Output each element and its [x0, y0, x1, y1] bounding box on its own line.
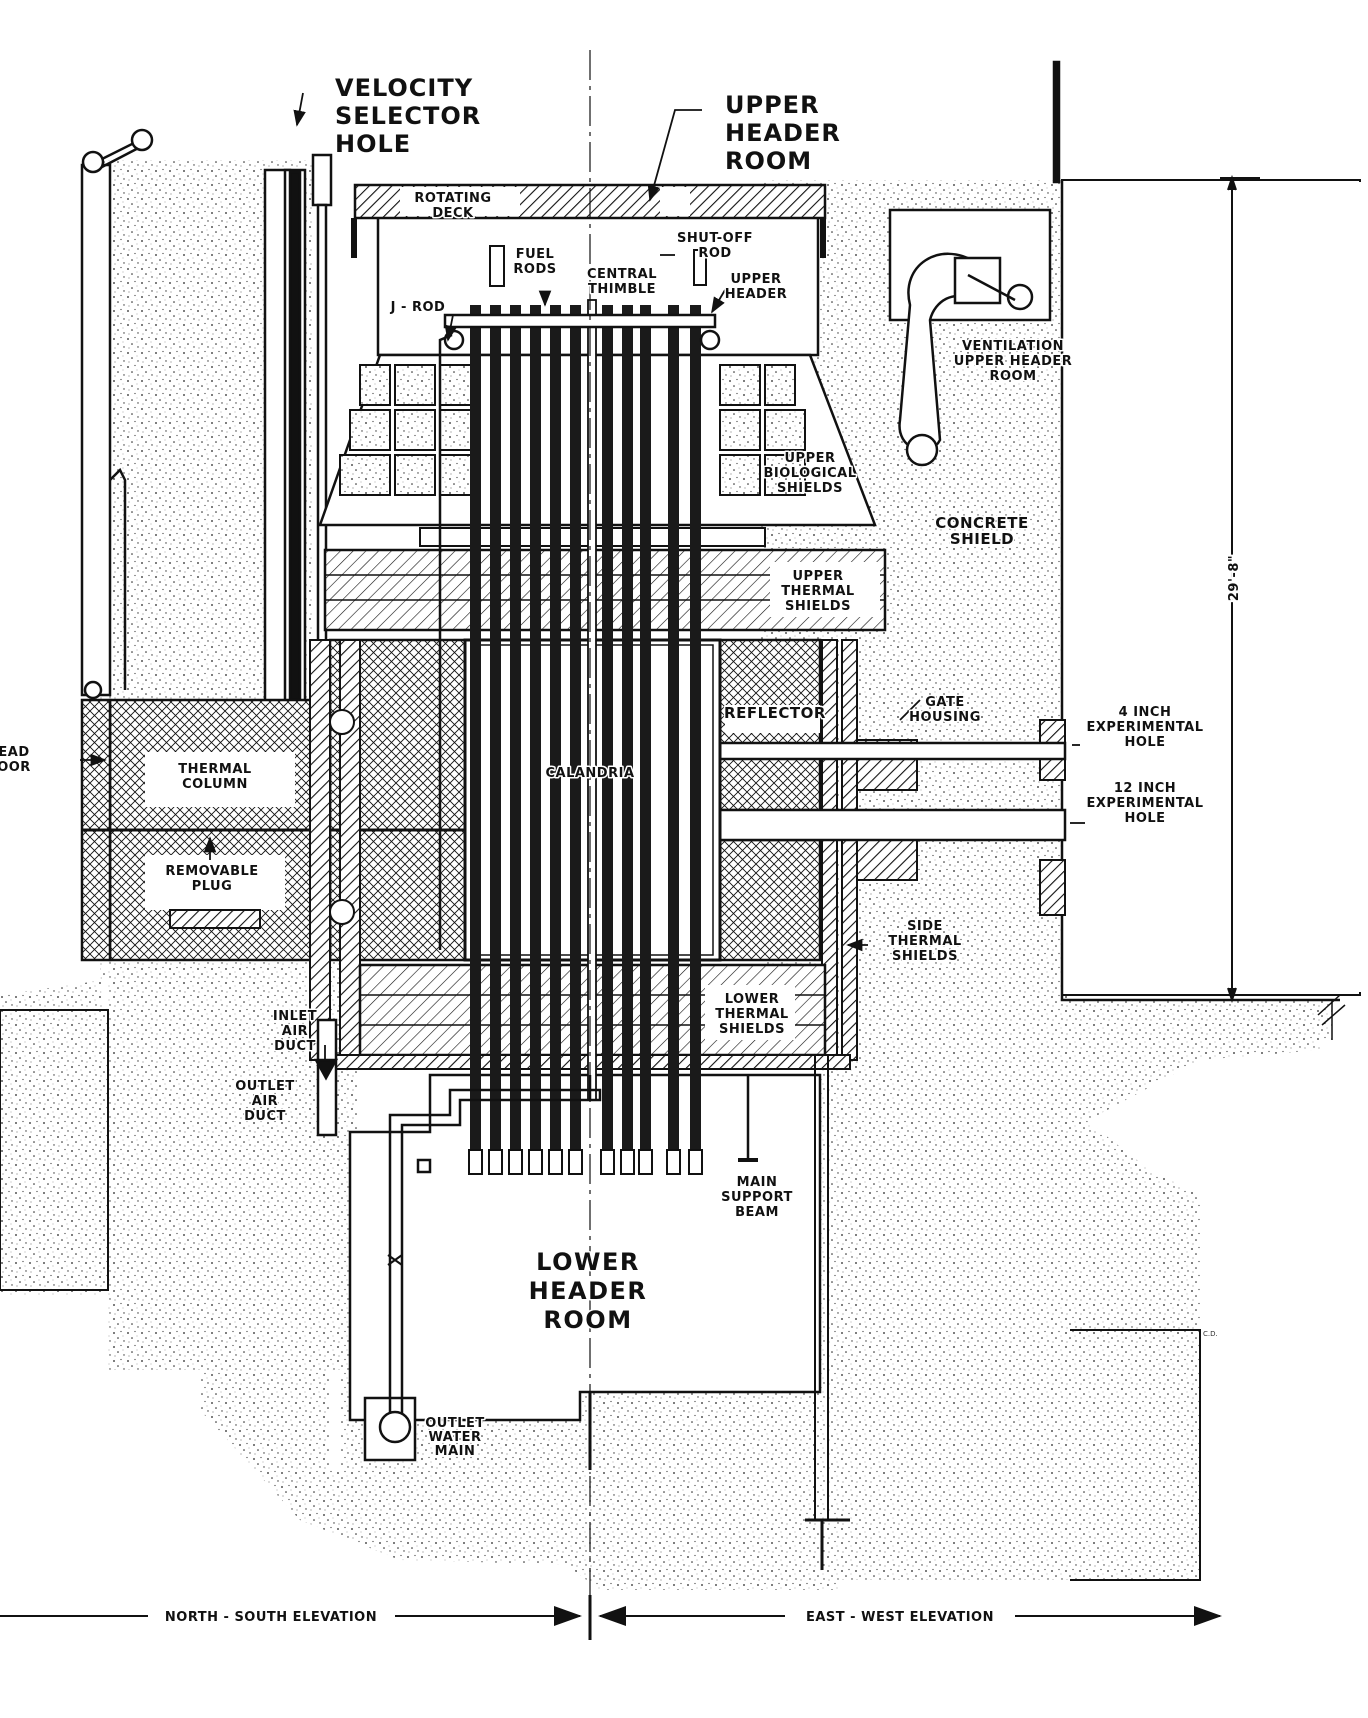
- lower-header-piping: [378, 1055, 850, 1570]
- fuel-rod: [640, 305, 651, 1165]
- fuel-rod-end-cap: [548, 1149, 563, 1175]
- north-south-elevation-label: NORTH - SOUTH ELEVATION: [165, 1610, 377, 1625]
- fuel-rod: [602, 305, 613, 1165]
- central-thimble: [587, 299, 597, 1101]
- east-west-elevation-label: EAST - WEST ELEVATION: [806, 1610, 994, 1625]
- fuel-rod-end-cap: [508, 1149, 523, 1175]
- fuel-rod-end-cap: [528, 1149, 543, 1175]
- fuel-rod: [490, 305, 501, 1165]
- twelve-inch-experimental-hole: [718, 808, 1067, 842]
- velocity-selector-tube: [263, 153, 333, 747]
- calandria-label: CALANDRIA: [545, 766, 634, 781]
- fuel-rod: [550, 305, 561, 1165]
- rod-tops: [329, 245, 707, 925]
- dimension-line: [1220, 174, 1260, 1004]
- j-rod-label: J - ROD: [390, 300, 446, 315]
- reflector-label: REFLECTOR: [724, 704, 826, 722]
- thermal-column: [80, 698, 470, 962]
- air-ducts: [313, 1018, 339, 1137]
- fuel-rods-group: [468, 299, 703, 1175]
- fuel-rod: [570, 305, 581, 1165]
- leader-lines: [80, 92, 1085, 1060]
- right-open-area: [1064, 182, 1364, 992]
- upper-biological-shield: [318, 353, 877, 547]
- fuel-rod: [690, 305, 701, 1165]
- drafter-initials: C.D.: [1203, 1330, 1218, 1338]
- dimension-label: 29'-8": [1227, 555, 1242, 601]
- four-inch-experimental-hole: [718, 741, 1067, 761]
- fuel-rod-end-cap: [666, 1149, 681, 1175]
- upper-header-pipe: [443, 313, 721, 351]
- fuel-rod-end-cap: [468, 1149, 483, 1175]
- fuel-rod-end-cap: [688, 1149, 703, 1175]
- fuel-rod-end-cap: [568, 1149, 583, 1175]
- experimental-holes: [718, 741, 1067, 842]
- fuel-rod-end-cap: [620, 1149, 635, 1175]
- ventilation-equipment: [898, 60, 1061, 467]
- fuel-rod: [622, 305, 633, 1165]
- fuel-rod: [510, 305, 521, 1165]
- fuel-rod: [470, 305, 481, 1165]
- fuel-rod-end-cap: [638, 1149, 653, 1175]
- fuel-rod-end-cap: [488, 1149, 503, 1175]
- left-crane-arm: [80, 128, 154, 700]
- fuel-rod: [530, 305, 541, 1165]
- fuel-rod: [668, 305, 679, 1165]
- fuel-rod-end-cap: [600, 1149, 615, 1175]
- elevation-line: [0, 1595, 1222, 1640]
